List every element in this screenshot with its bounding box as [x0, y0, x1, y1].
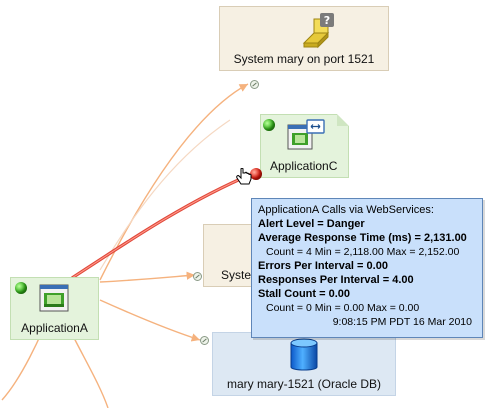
oracle-db-node[interactable]: mary mary-1521 (Oracle DB)	[212, 332, 396, 396]
edge-a-to-bottom[interactable]	[69, 329, 109, 408]
tooltip-title: ApplicationA Calls via WebServices:	[258, 204, 434, 216]
edge-to-system-mid[interactable]	[99, 271, 196, 283]
application-a-node[interactable]: ApplicationA	[10, 277, 99, 340]
connector-marker-db[interactable]	[200, 336, 209, 345]
connector-marker-mid[interactable]	[193, 272, 202, 281]
status-ok-icon	[263, 119, 275, 131]
alert-level: Alert Level = Danger	[258, 218, 365, 230]
system-node-mid-label: Syste	[221, 268, 252, 282]
status-ok-icon	[15, 282, 27, 294]
average-response-time: Average Response Time (ms) = 2,131.00	[258, 232, 467, 244]
application-a-label: ApplicationA	[21, 321, 88, 335]
average-response-stats: Count = 4 Min = 2,118.00 Max = 2,152.00	[266, 246, 460, 258]
application-c-node[interactable]: ApplicationC	[260, 114, 349, 178]
tooltip-timestamp: 9:08:15 PM PDT 16 Mar 2010	[332, 316, 472, 328]
system-node-top[interactable]: ? System mary on port 1521	[219, 6, 389, 71]
edge-to-system-top[interactable]	[99, 83, 249, 281]
unknown-system-icon: ?	[300, 13, 334, 49]
edge-metrics-tooltip: ApplicationA Calls via WebServices: Aler…	[251, 198, 483, 338]
application-c-label: ApplicationC	[270, 159, 338, 173]
database-cylinder-icon	[289, 337, 319, 373]
application-window-icon	[39, 284, 69, 312]
edge-a-to-c-highlight-inner	[71, 173, 253, 279]
stall-count-stats: Count = 0 Min = 0.00 Max = 0.00	[266, 302, 420, 314]
stall-count: Stall Count = 0.00	[258, 288, 350, 300]
web-service-application-icon	[286, 119, 326, 153]
errors-per-interval: Errors Per Interval = 0.00	[258, 260, 388, 272]
hand-pointer-icon	[236, 167, 254, 188]
oracle-db-label: mary mary-1521 (Oracle DB)	[226, 377, 382, 391]
edge-to-oracle-db[interactable]	[99, 299, 201, 342]
system-node-top-label: System mary on port 1521	[233, 52, 375, 66]
responses-per-interval: Responses Per Interval = 4.00	[258, 274, 414, 286]
svg-text:?: ?	[324, 14, 330, 27]
edge-alert-danger-icon[interactable]	[250, 168, 262, 180]
connector-marker-top[interactable]	[250, 80, 259, 89]
